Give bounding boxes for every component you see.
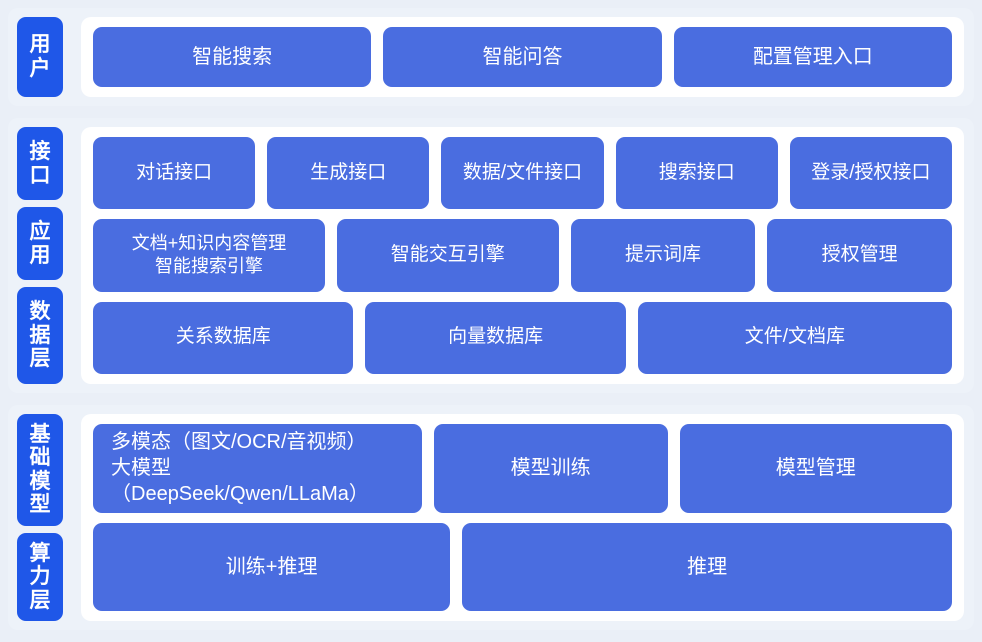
band-user: 用户 智能搜索 智能问答 配置管理入口 bbox=[8, 8, 974, 106]
box-interaction-engine[interactable]: 智能交互引擎 bbox=[336, 219, 559, 292]
side-rail-middle: 接口 应用 数据层 bbox=[17, 127, 63, 384]
box-dialog-api[interactable]: 对话接口 bbox=[93, 137, 256, 210]
row-data-layer: 关系数据库 向量数据库 文件/文档库 bbox=[93, 301, 952, 374]
box-model-training[interactable]: 模型训练 bbox=[433, 424, 668, 513]
side-label-compute-layer-text: 算力层 bbox=[29, 541, 51, 612]
side-label-user-text: 用户 bbox=[29, 33, 51, 80]
band-middle: 接口 应用 数据层 对话接口 生成接口 数据/文件接口 搜索接口 登录/授权接口… bbox=[8, 118, 974, 393]
row-application: 文档+知识内容管理 智能搜索引擎 智能交互引擎 提示词库 授权管理 bbox=[93, 219, 952, 292]
box-multimodal-large-model[interactable]: 多模态（图文/OCR/音视频） 大模型（DeepSeek/Qwen/LLaMa） bbox=[93, 424, 422, 513]
box-prompt-library[interactable]: 提示词库 bbox=[570, 219, 756, 292]
row-user-1: 智能搜索 智能问答 配置管理入口 bbox=[93, 27, 952, 87]
side-label-application-text: 应用 bbox=[29, 220, 51, 267]
side-label-user: 用户 bbox=[17, 17, 63, 97]
box-relational-database[interactable]: 关系数据库 bbox=[93, 301, 354, 374]
side-rail-user: 用户 bbox=[17, 17, 63, 97]
box-intelligent-search[interactable]: 智能搜索 bbox=[93, 27, 372, 87]
side-label-data-layer-text: 数据层 bbox=[29, 300, 51, 371]
band-base: 基础模型 算力层 多模态（图文/OCR/音视频） 大模型（DeepSeek/Qw… bbox=[8, 405, 974, 630]
box-file-document-store[interactable]: 文件/文档库 bbox=[637, 301, 952, 374]
box-authorization-management[interactable]: 授权管理 bbox=[767, 219, 952, 292]
side-label-base-model: 基础模型 bbox=[17, 414, 63, 526]
side-label-base-model-text: 基础模型 bbox=[29, 422, 51, 517]
box-generation-api[interactable]: 生成接口 bbox=[267, 137, 430, 210]
side-label-interface-text: 接口 bbox=[29, 140, 51, 187]
box-search-api[interactable]: 搜索接口 bbox=[615, 137, 778, 210]
box-intelligent-qa[interactable]: 智能问答 bbox=[383, 27, 662, 87]
panel-user: 智能搜索 智能问答 配置管理入口 bbox=[81, 17, 964, 97]
box-vector-database[interactable]: 向量数据库 bbox=[365, 301, 626, 374]
panel-middle: 对话接口 生成接口 数据/文件接口 搜索接口 登录/授权接口 文档+知识内容管理… bbox=[81, 127, 964, 384]
side-label-data-layer: 数据层 bbox=[17, 287, 63, 384]
side-rail-base: 基础模型 算力层 bbox=[17, 414, 63, 622]
box-login-auth-api[interactable]: 登录/授权接口 bbox=[789, 137, 953, 210]
box-inference[interactable]: 推理 bbox=[462, 522, 952, 611]
box-training-inference[interactable]: 训练+推理 bbox=[93, 522, 451, 611]
row-compute-layer: 训练+推理 推理 bbox=[93, 522, 952, 611]
side-label-interface: 接口 bbox=[17, 127, 63, 201]
row-base-model: 多模态（图文/OCR/音视频） 大模型（DeepSeek/Qwen/LLaMa）… bbox=[93, 424, 952, 513]
side-label-compute-layer: 算力层 bbox=[17, 532, 63, 622]
box-config-management-entry[interactable]: 配置管理入口 bbox=[673, 27, 952, 87]
box-model-management[interactable]: 模型管理 bbox=[679, 424, 952, 513]
box-data-file-api[interactable]: 数据/文件接口 bbox=[441, 137, 604, 210]
side-label-application: 应用 bbox=[17, 207, 63, 281]
panel-base: 多模态（图文/OCR/音视频） 大模型（DeepSeek/Qwen/LLaMa）… bbox=[81, 414, 964, 621]
box-doc-knowledge-management[interactable]: 文档+知识内容管理 智能搜索引擎 bbox=[93, 219, 325, 292]
row-interface: 对话接口 生成接口 数据/文件接口 搜索接口 登录/授权接口 bbox=[93, 137, 953, 210]
